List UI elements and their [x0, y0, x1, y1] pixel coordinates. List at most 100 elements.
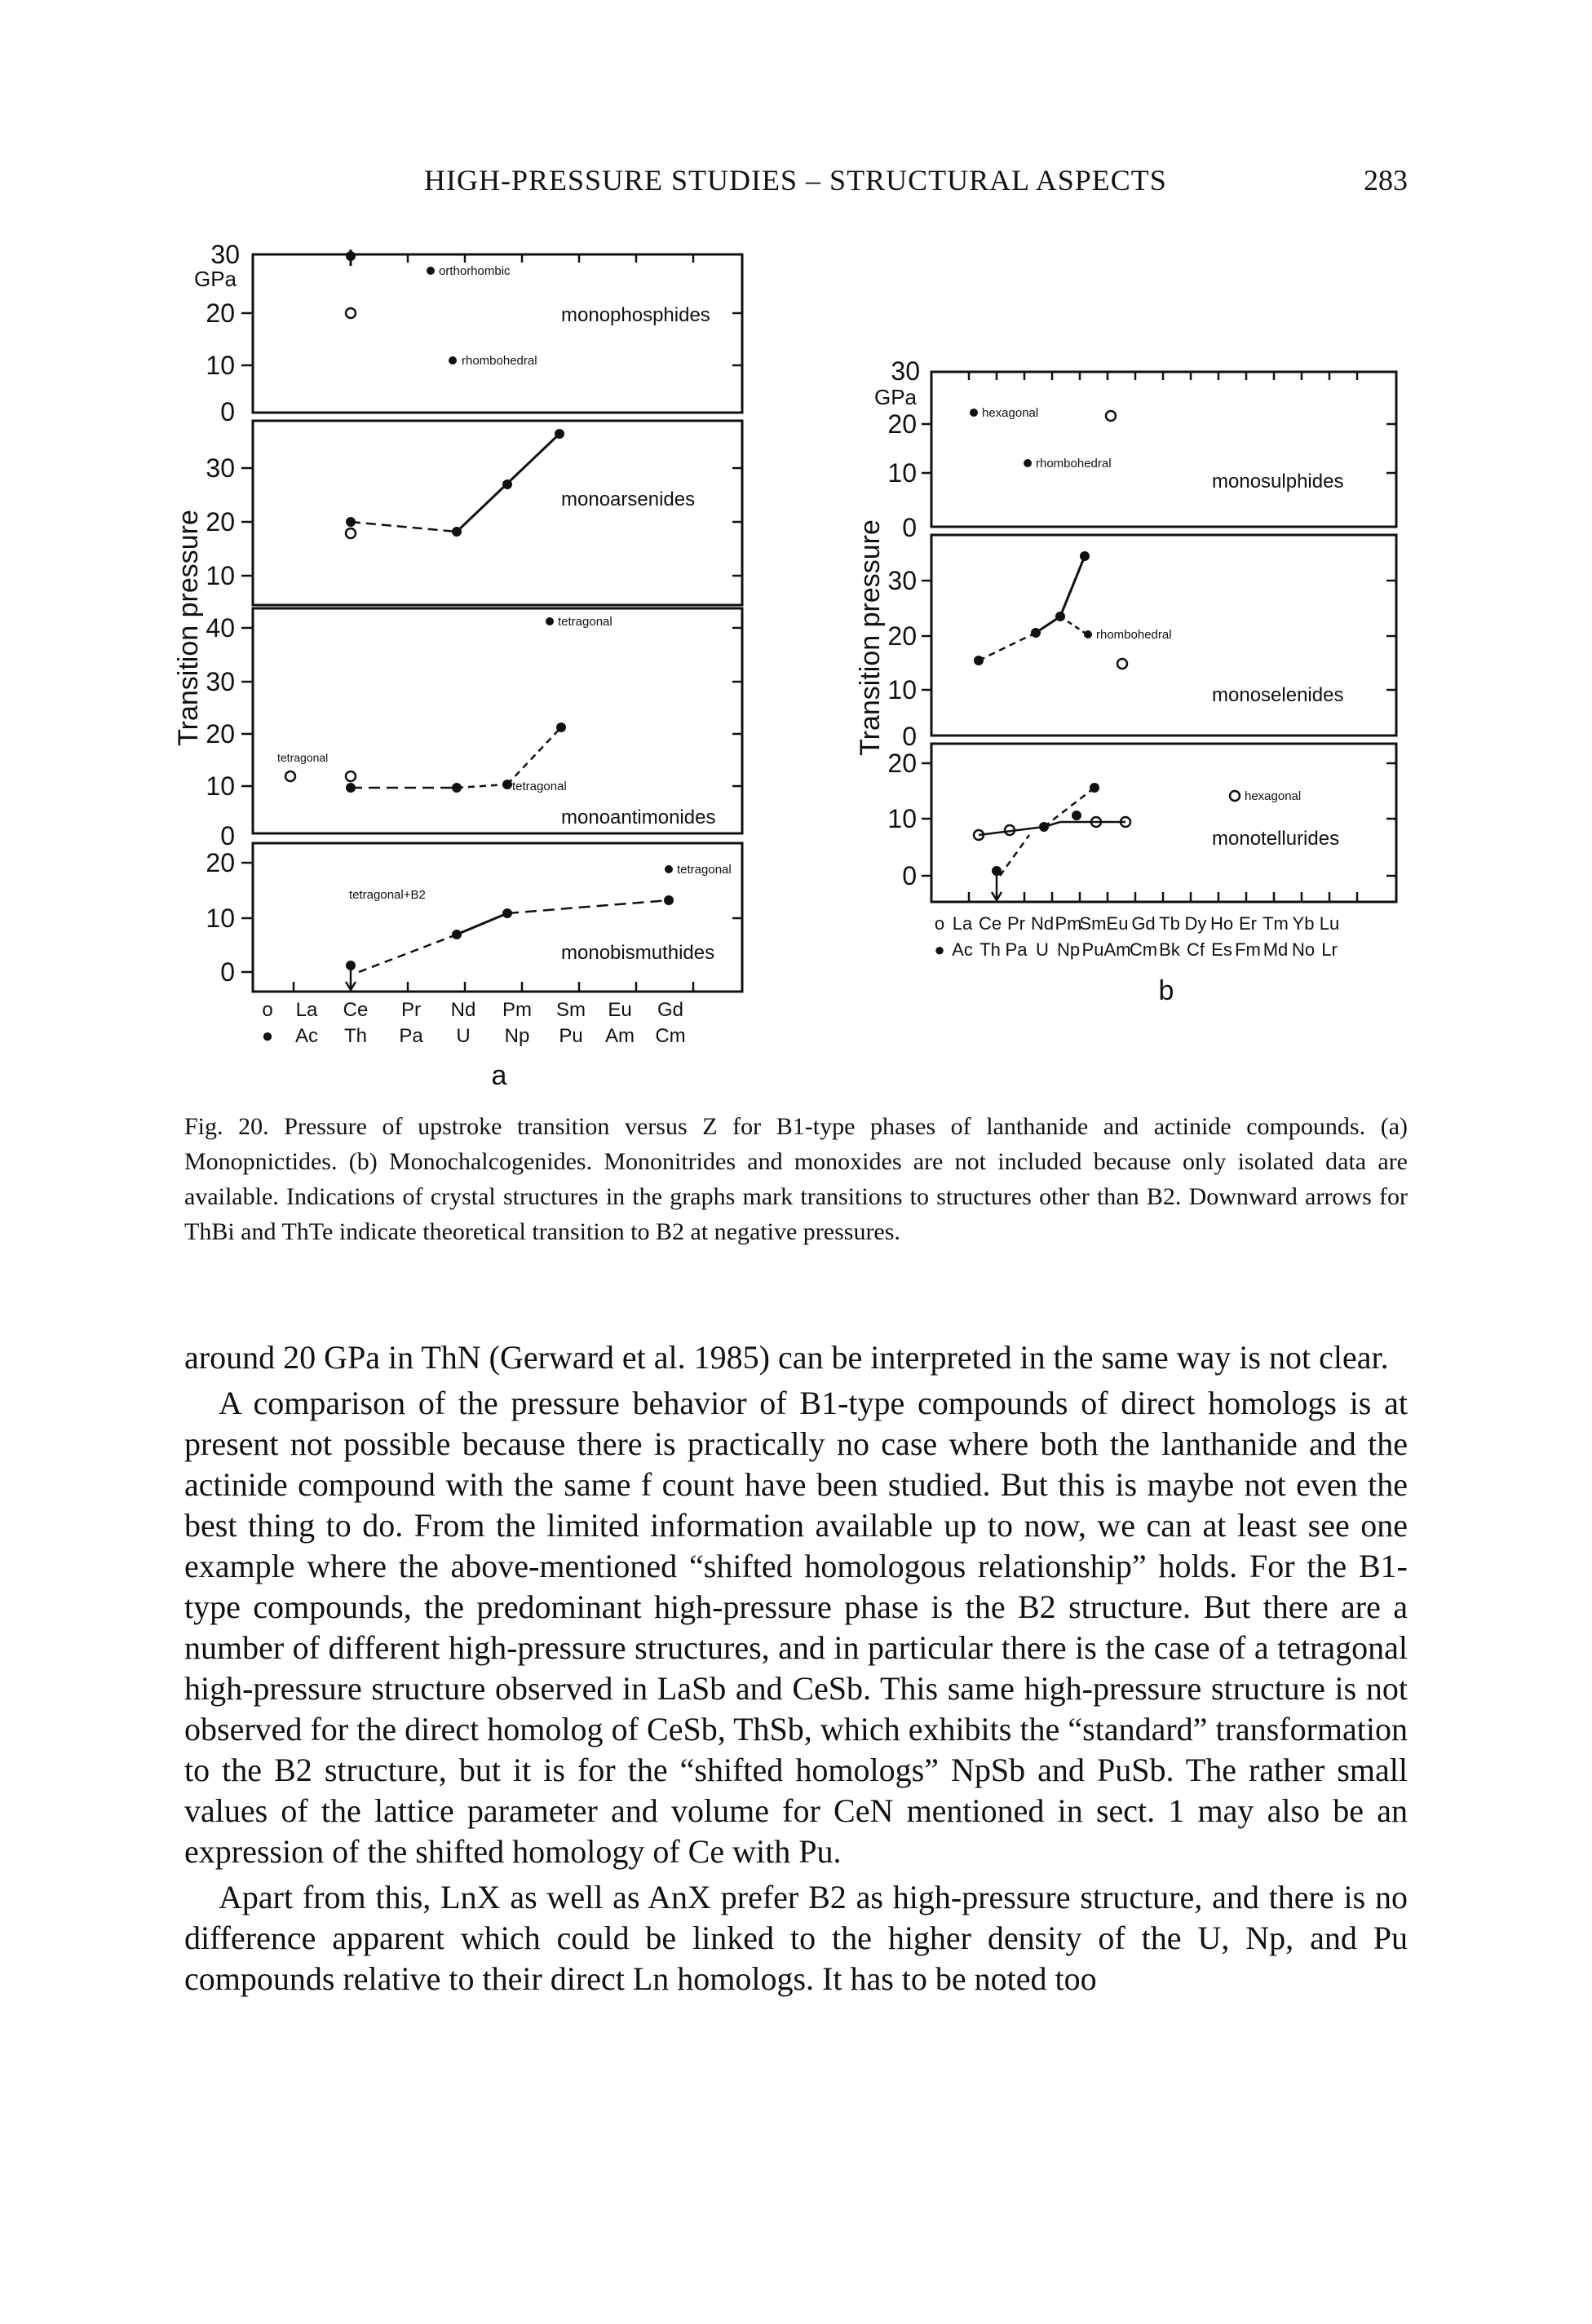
panel-b: 30 GPa 20 10 0 30 20 10 0 20 10 0 Transi…: [855, 356, 1398, 1006]
tick-label: 10: [206, 561, 235, 590]
paragraph: Apart from this, LnX as well as AnX pref…: [184, 1879, 1408, 1997]
element-label: Eu: [1107, 913, 1129, 934]
subplot-frame-monoarsenides: [251, 419, 744, 607]
monotellurides-marks: hexagonal: [972, 783, 1301, 903]
figure-caption: Fig. 20. Pressure of upstroke transition…: [184, 1109, 1408, 1249]
structure-annotation: hexagonal: [982, 406, 1038, 420]
data-point-open: [1003, 824, 1016, 837]
structure-annotation: tetragonal: [512, 780, 567, 793]
structure-annotation: hexagonal: [1245, 789, 1301, 803]
structure-annotation: rhombohedral: [462, 354, 537, 368]
structure-annotation: tetragonal: [677, 863, 732, 877]
element-label: Ac: [952, 939, 973, 960]
subplot-title: monotellurides: [1212, 828, 1339, 850]
legend-symbol: ●: [934, 939, 944, 960]
data-point: [664, 895, 674, 905]
element-label: Cm: [655, 1025, 685, 1047]
tick-label: 10: [206, 771, 235, 801]
tick-label: 10: [206, 351, 235, 380]
element-label: Tb: [1159, 913, 1180, 934]
data-point: [346, 517, 356, 527]
element-label: Cm: [1130, 939, 1157, 960]
data-point-open: [344, 770, 357, 783]
element-label: Gd: [1131, 913, 1155, 934]
data-point-open: [972, 828, 985, 842]
down-arrow-icon: [344, 981, 357, 992]
data-point: [1090, 783, 1099, 793]
data-point: [992, 866, 1002, 876]
tick-label: 30: [887, 566, 917, 595]
page-number: 283: [1364, 164, 1408, 197]
data-point: [546, 617, 554, 625]
monoarsenides-marks: [344, 429, 564, 540]
data-point: [1072, 811, 1081, 820]
element-label: Th: [980, 939, 1001, 960]
element-label: Tm: [1263, 913, 1289, 934]
element-label: Sm: [556, 999, 586, 1021]
element-label: Ce: [979, 913, 1002, 934]
element-label: Gd: [657, 999, 683, 1021]
paragraph: around 20 GPa in ThN (Gerward et al. 198…: [184, 1339, 1389, 1376]
data-point: [970, 409, 978, 417]
structure-annotation: tetragonal: [558, 615, 612, 629]
data-point: [502, 479, 512, 489]
element-label: Bk: [1159, 939, 1181, 960]
tick-label: 30: [210, 240, 240, 269]
data-point: [452, 527, 462, 537]
data-point: [502, 908, 512, 918]
data-point: [1055, 612, 1065, 621]
element-label: Yb: [1293, 913, 1315, 934]
data-point: [452, 930, 462, 939]
tick-label: 10: [887, 675, 917, 705]
structure-annotation: rhombohedral: [1096, 628, 1172, 642]
subplot-title: monosulphides: [1212, 471, 1343, 493]
data-point: [427, 267, 435, 275]
monosulphides-marks: hexagonal rhombohedral: [970, 406, 1117, 471]
data-point: [346, 251, 356, 261]
element-label: U: [456, 1025, 470, 1047]
panel-label-b: b: [1159, 975, 1174, 1006]
element-label: Fm: [1235, 939, 1261, 960]
element-label: Dy: [1185, 913, 1207, 934]
tick-label: 20: [887, 621, 917, 651]
data-point-open: [1116, 657, 1129, 670]
legend-symbol: o: [935, 913, 944, 934]
element-label: Pr: [1007, 913, 1025, 934]
subplot-frame-monophosphides: [251, 253, 744, 414]
body-text: around 20 GPa in ThN (Gerward et al. 198…: [184, 1337, 1408, 1999]
element-label: Th: [344, 1025, 367, 1047]
tick-label: 0: [902, 513, 917, 542]
structure-annotation: orthorhombic: [439, 264, 511, 278]
monoselenides-marks: rhombohedral: [974, 551, 1172, 670]
subplot-title: monobismuthides: [561, 942, 714, 964]
subplot-frame-monosulphides: [930, 370, 1398, 528]
structure-annotation: tetragonal+B2: [349, 888, 426, 902]
running-title: HIGH-PRESSURE STUDIES – STRUCTURAL ASPEC…: [424, 164, 1167, 197]
element-label: Pm: [502, 999, 532, 1021]
unit-label: GPa: [874, 385, 918, 409]
tick-label: 30: [206, 453, 235, 483]
data-point: [1031, 628, 1041, 638]
data-point: [346, 961, 356, 970]
caption-text: Pressure of upstroke transition versus Z…: [184, 1113, 1408, 1245]
element-label: Lr: [1321, 939, 1338, 960]
data-point-open: [1090, 815, 1103, 828]
tick-label: 0: [220, 957, 235, 987]
data-point-open: [344, 307, 357, 320]
data-point: [555, 429, 564, 439]
monobismuthides-marks: tetragonal tetragonal+B2: [344, 863, 732, 992]
data-point: [665, 865, 673, 873]
tick-label: 0: [220, 821, 235, 851]
data-point-open: [1228, 789, 1241, 802]
caption-label: Fig. 20.: [184, 1113, 269, 1140]
y-axis-label: Transition pressure: [855, 519, 886, 756]
data-point: [1084, 630, 1092, 638]
element-label: Ho: [1210, 913, 1233, 934]
subplot-frame-monoantimonides: [251, 607, 744, 835]
tick-label: 0: [902, 861, 917, 890]
element-label: La: [953, 913, 973, 934]
tick-label: 30: [206, 667, 235, 696]
subplot-title: monophosphides: [561, 304, 710, 326]
element-label: Md: [1263, 939, 1289, 960]
element-label: U: [1036, 939, 1049, 960]
